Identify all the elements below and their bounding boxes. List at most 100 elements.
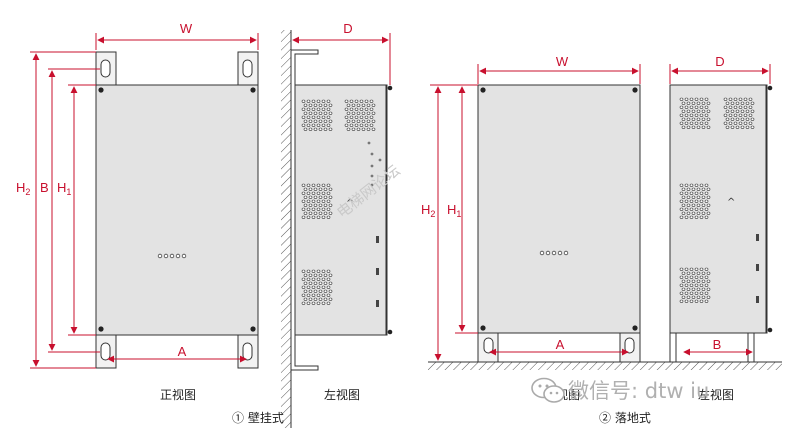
vent-slot <box>326 183 331 187</box>
led-icon <box>563 250 569 256</box>
vent-slot <box>371 127 376 131</box>
vent-slot <box>308 187 313 191</box>
vent-slot <box>356 127 361 131</box>
vent-slot <box>364 99 369 103</box>
vent-slot <box>701 287 706 291</box>
vent-slot <box>316 207 321 211</box>
vent-slot <box>326 301 331 305</box>
vent-slot <box>706 195 711 199</box>
vent-slot <box>684 199 689 203</box>
vent-slot <box>694 191 699 195</box>
vent-slot <box>323 281 328 285</box>
vent-slot <box>311 215 316 219</box>
vent-slot <box>311 207 316 211</box>
vent-slot <box>301 99 306 103</box>
vent-slot <box>316 277 321 281</box>
vent-slot <box>349 107 354 111</box>
vent-slot <box>316 269 321 273</box>
vent-slot <box>706 295 711 299</box>
dim-h-wall <box>30 51 100 369</box>
vent-slot <box>313 211 318 215</box>
vent-slot <box>328 127 333 131</box>
vent-slot <box>349 123 354 127</box>
vent-slot <box>699 275 704 279</box>
screw-icon <box>767 85 773 91</box>
side-bottom-bracket <box>291 335 319 371</box>
vent-slot <box>699 183 704 187</box>
vent-slot <box>361 111 366 115</box>
vent-slot <box>366 127 371 131</box>
vent-slot <box>728 97 733 101</box>
vent-slot <box>681 101 686 105</box>
vent-slot <box>323 297 328 301</box>
vent-slot <box>750 117 755 121</box>
cabinet-front <box>95 84 259 336</box>
vent-slot <box>313 195 318 199</box>
floor-side-view: ^ <box>669 84 773 362</box>
vent-slot <box>356 103 361 107</box>
vent-slot <box>301 285 306 289</box>
vent-slot <box>701 187 706 191</box>
label-h1-floor: H1 <box>447 202 461 219</box>
vent-slot <box>740 109 745 113</box>
vent-slot <box>686 203 691 207</box>
vent-slot <box>681 203 686 207</box>
vent-slot <box>730 109 735 113</box>
vent-slot <box>733 113 738 117</box>
vent-slot <box>738 97 743 101</box>
vent-slot <box>321 215 326 219</box>
vent-slot <box>694 283 699 287</box>
vent-slot <box>684 283 689 287</box>
vent-slot <box>318 289 323 293</box>
vent-slot <box>351 111 356 115</box>
vent-slot <box>313 103 318 107</box>
vent-slot <box>689 183 694 187</box>
vent-slot <box>723 97 728 101</box>
wall-side-view: ^ <box>281 30 393 428</box>
vent-slot <box>696 117 701 121</box>
vent-slot <box>328 119 333 123</box>
led-icon <box>163 253 169 259</box>
vent-slot <box>323 203 328 207</box>
vent-slot <box>301 269 306 273</box>
vent-slot <box>679 121 684 125</box>
vent-slot <box>321 123 326 127</box>
vent-slot <box>699 291 704 295</box>
floor-ground-hatch <box>428 362 782 370</box>
vent-slot <box>301 301 306 305</box>
vent-slot <box>318 297 323 301</box>
vent-slot <box>696 287 701 291</box>
vent-slot <box>311 183 316 187</box>
vent-slot <box>306 107 311 111</box>
led-icon <box>157 253 163 259</box>
vent-slot <box>311 107 316 111</box>
vent-slot <box>366 119 371 123</box>
vent-slot <box>308 103 313 107</box>
vent-slot <box>318 273 323 277</box>
vent-slot <box>303 273 308 277</box>
vent-slot <box>725 109 730 113</box>
vent-slot <box>318 111 323 115</box>
vent-slot <box>681 187 686 191</box>
vent-slot <box>694 299 699 303</box>
vent-slot <box>701 203 706 207</box>
vent-slot <box>704 207 709 211</box>
vent-slot <box>706 117 711 121</box>
vent-slot <box>738 105 743 109</box>
vent-slot <box>684 121 689 125</box>
vent-slot <box>328 203 333 207</box>
vent-slot <box>364 107 369 111</box>
vent-slot <box>728 105 733 109</box>
vent-slot <box>699 105 704 109</box>
vent-slot <box>704 97 709 101</box>
vent-slot <box>306 115 311 119</box>
vent-slot <box>321 183 326 187</box>
led-icon <box>169 253 175 259</box>
vent-slot <box>694 215 699 219</box>
vent-slot <box>704 267 709 271</box>
vent-slot <box>316 99 321 103</box>
vent-slot <box>691 211 696 215</box>
vent-slot <box>691 101 696 105</box>
vent-slot <box>351 103 356 107</box>
vent-slot <box>686 279 691 283</box>
